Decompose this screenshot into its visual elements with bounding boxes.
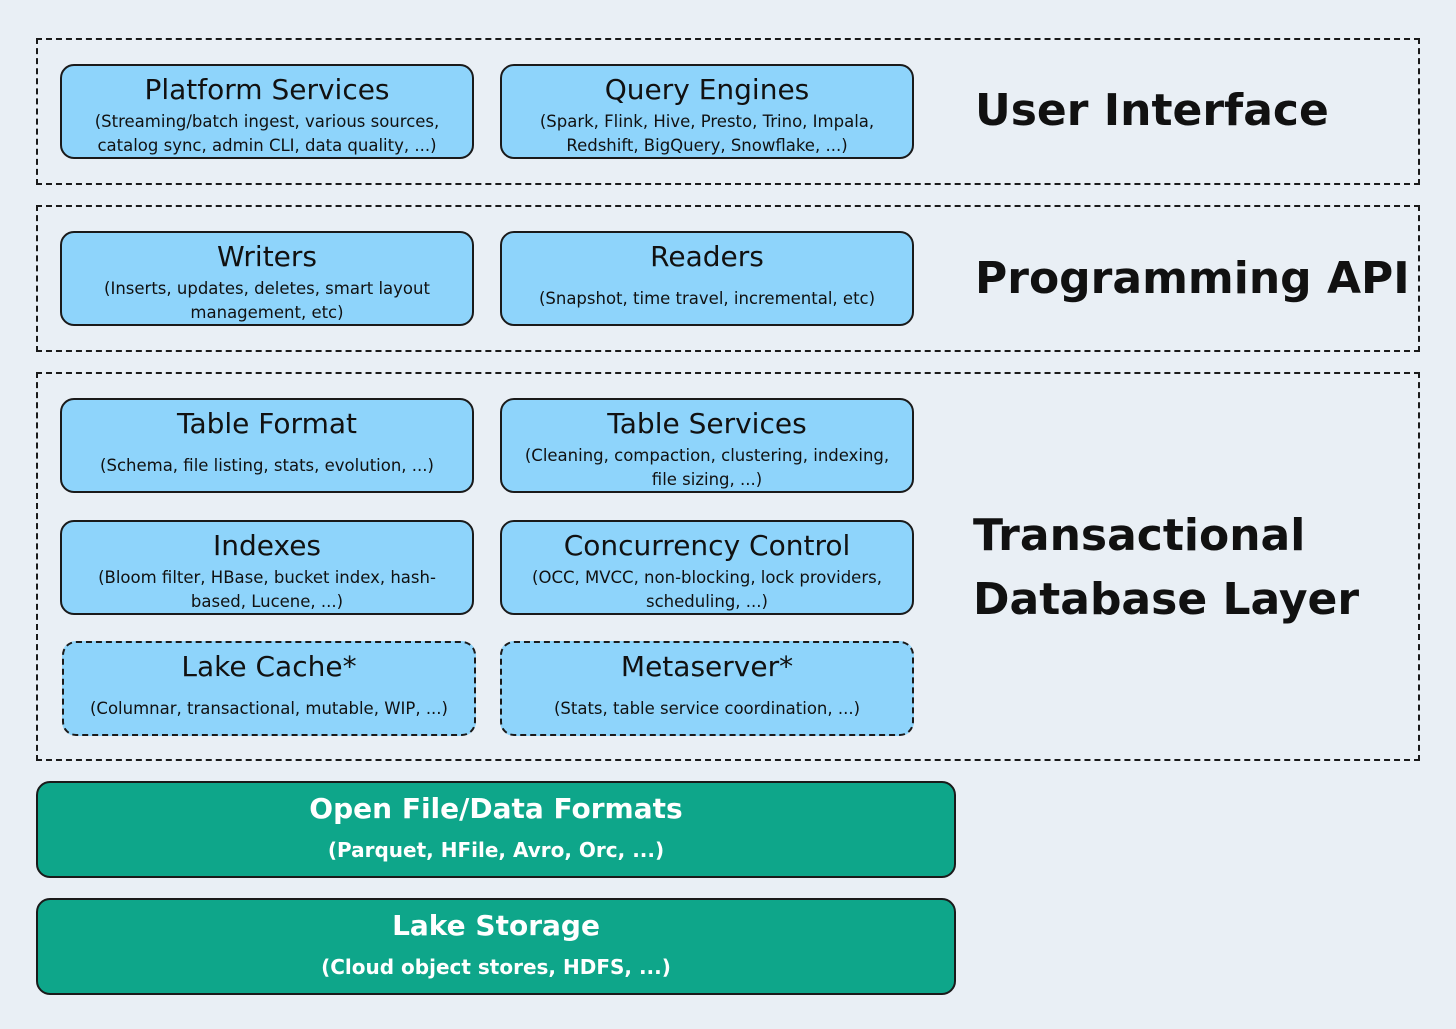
component-table-services: Table Services (Cleaning, compaction, cl… (500, 398, 914, 493)
component-description: (Columnar, transactional, mutable, WIP, … (89, 699, 448, 718)
layer-label-programming-api: Programming API (975, 253, 1410, 304)
component-description: (Inserts, updates, deletes, smart layout… (104, 279, 430, 322)
layer-label-transactional: Transactional (973, 510, 1306, 561)
component-title: Lake Cache* (181, 650, 357, 683)
layer-transactional-database (36, 372, 1420, 761)
layer-label-user-interface: User Interface (975, 85, 1329, 136)
component-platform-services: Platform Services (Streaming/batch inges… (60, 64, 474, 159)
component-writers: Writers (Inserts, updates, deletes, smar… (60, 231, 474, 326)
component-description: (Stats, table service coordination, ...) (553, 699, 861, 718)
foundation-title: Open File/Data Formats (309, 792, 683, 825)
foundation-open-file-formats: Open File/Data Formats (Parquet, HFile, … (36, 781, 956, 878)
component-description: (Cleaning, compaction, clustering, index… (524, 446, 890, 489)
component-lake-cache: Lake Cache* (Columnar, transactional, mu… (62, 641, 476, 736)
component-table-format: Table Format (Schema, file listing, stat… (60, 398, 474, 493)
component-description: (Bloom filter, HBase, bucket index, hash… (98, 568, 436, 611)
component-title: Readers (650, 240, 764, 273)
component-title: Indexes (212, 529, 322, 562)
component-title: Concurrency Control (563, 529, 851, 562)
component-description: (Streaming/batch ingest, various sources… (94, 112, 440, 155)
foundation-description: (Parquet, HFile, Avro, Orc, ...) (327, 838, 665, 862)
component-description: (Spark, Flink, Hive, Presto, Trino, Impa… (539, 112, 875, 155)
component-title: Query Engines (604, 73, 810, 106)
component-indexes: Indexes (Bloom filter, HBase, bucket ind… (60, 520, 474, 615)
layer-label-database-layer: Database Layer (973, 574, 1360, 625)
foundation-lake-storage: Lake Storage (Cloud object stores, HDFS,… (36, 898, 956, 995)
component-readers: Readers (Snapshot, time travel, incremen… (500, 231, 914, 326)
component-title: Metaserver* (620, 650, 794, 683)
layer-user-interface (36, 38, 1420, 185)
component-description: (Schema, file listing, stats, evolution,… (100, 456, 434, 475)
component-metaserver: Metaserver* (Stats, table service coordi… (500, 641, 914, 736)
component-description: (Snapshot, time travel, incremental, etc… (538, 289, 876, 308)
component-title: Table Format (177, 407, 357, 440)
component-query-engines: Query Engines (Spark, Flink, Hive, Prest… (500, 64, 914, 159)
foundation-description: (Cloud object stores, HDFS, ...) (321, 955, 671, 979)
component-title: Table Services (607, 407, 807, 440)
component-title: Platform Services (144, 73, 390, 106)
component-description: (OCC, MVCC, non-blocking, lock providers… (532, 568, 882, 611)
component-title: Writers (216, 240, 318, 273)
component-concurrency-control: Concurrency Control (OCC, MVCC, non-bloc… (500, 520, 914, 615)
foundation-title: Lake Storage (392, 909, 600, 942)
layer-programming-api (36, 205, 1420, 352)
